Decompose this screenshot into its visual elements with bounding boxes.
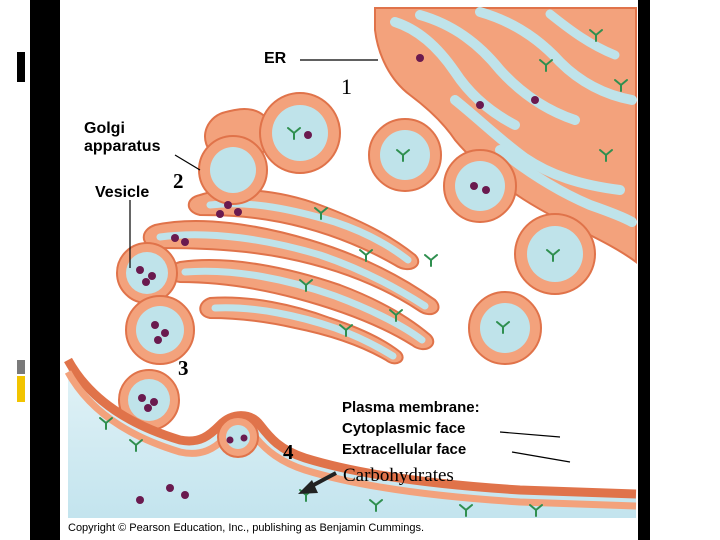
vesicle (443, 149, 517, 223)
carbohydrate-arrow (298, 471, 337, 494)
step-number-4: 4 (283, 440, 294, 464)
carbohydrate-marks (99, 29, 628, 517)
vesicle (116, 242, 178, 304)
left-margin (0, 0, 30, 540)
extracellular-face-label: Extracellular face (342, 441, 467, 458)
vesicle (368, 118, 442, 192)
vesicle (125, 295, 195, 365)
accent-bar-yellow (17, 376, 25, 402)
golgi-label-line1: Golgi (84, 120, 125, 137)
golgi-label-line2: apparatus (84, 138, 161, 155)
vesicle (198, 135, 268, 205)
vesicle-label: Vesicle (95, 184, 150, 201)
cytoplasmic-face-label: Cytoplasmic face (342, 420, 466, 437)
golgi-lumen (156, 200, 429, 360)
copyright-notice: Copyright © Pearson Education, Inc., pub… (68, 522, 425, 534)
er-label: ER (264, 50, 287, 67)
step-number-3: 3 (178, 356, 189, 380)
golgi-illustration (64, 7, 637, 518)
vesicle (259, 92, 341, 174)
cargo-proteins (136, 54, 539, 504)
step-number-2: 2 (173, 169, 184, 193)
vesicle (118, 369, 180, 431)
accent-bar-gray (17, 360, 25, 374)
leader-lines (129, 59, 571, 463)
figure-area: ER Golgi apparatus Vesicle Plasma membra… (60, 0, 638, 540)
plasma-membrane (64, 357, 637, 518)
vesicles (116, 92, 596, 431)
endoplasmic-reticulum (374, 7, 637, 264)
step-number-1: 1 (341, 74, 352, 99)
carbohydrates-label: Carbohydrates (343, 465, 454, 486)
plasma-membrane-label: Plasma membrane: (342, 399, 480, 416)
vesicle (468, 291, 542, 365)
fusing-vesicle (217, 416, 259, 458)
accent-bar-top (17, 52, 25, 82)
